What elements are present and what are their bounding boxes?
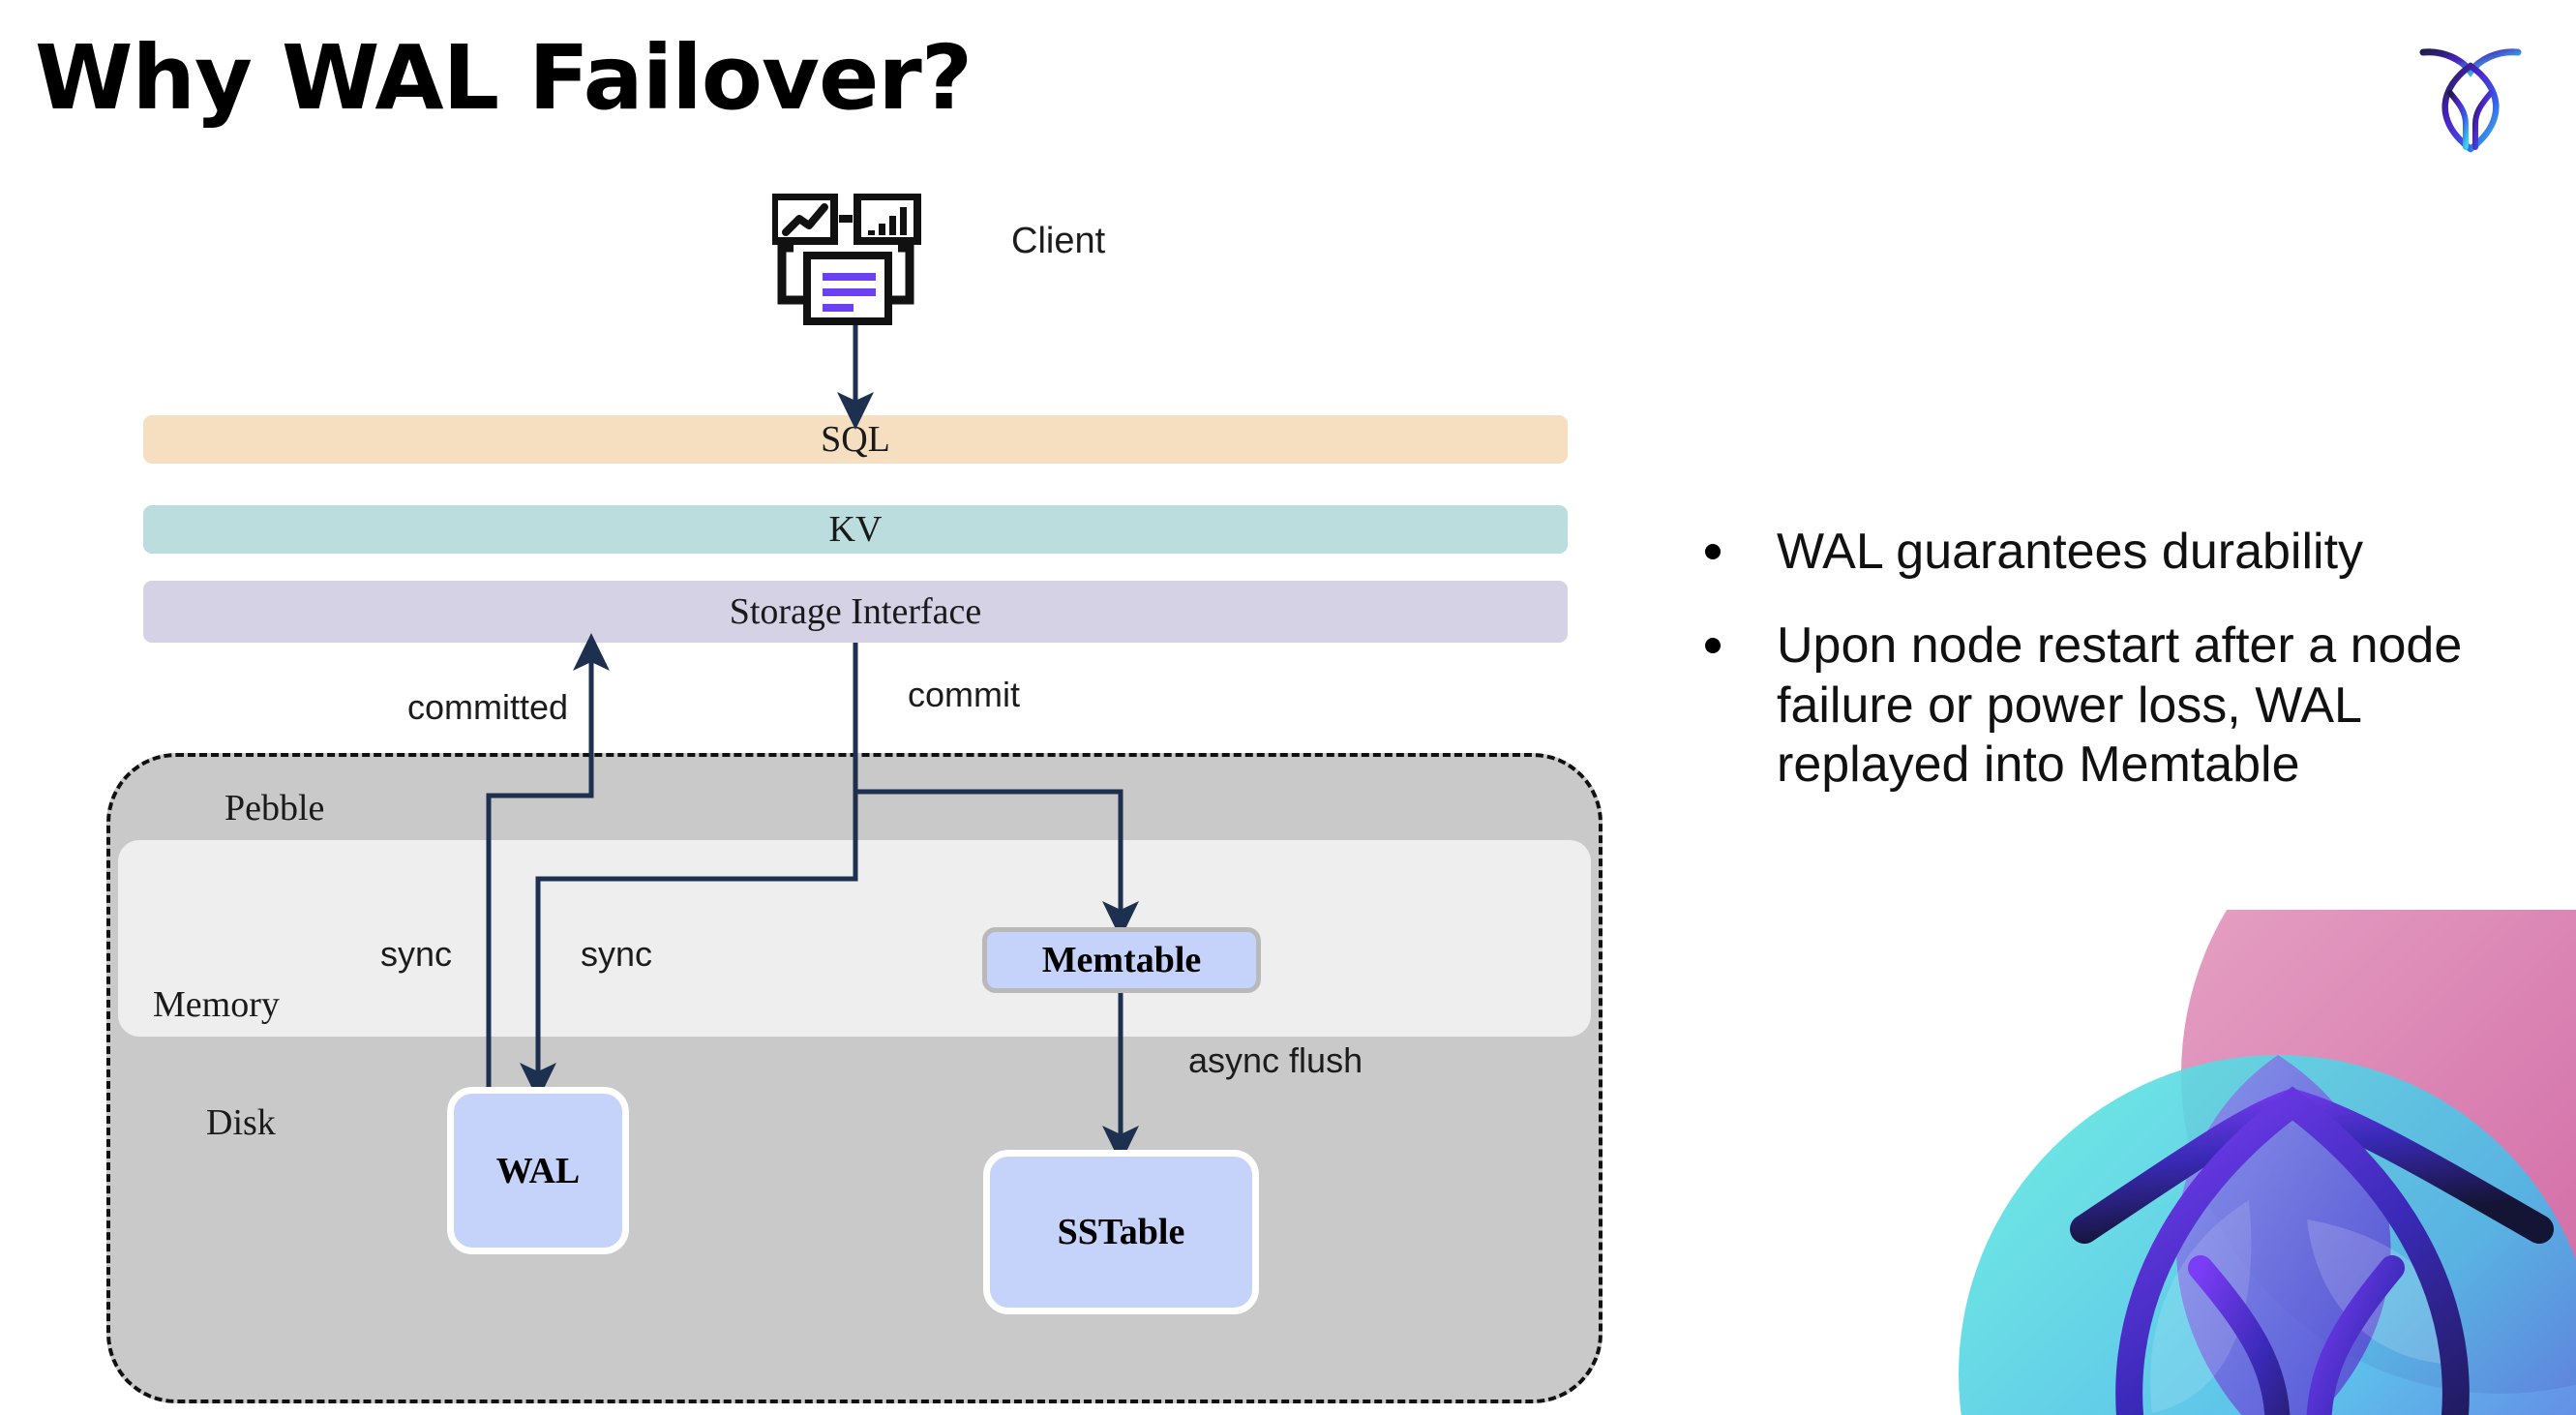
memory-panel (118, 840, 1591, 1037)
memory-label: Memory (153, 984, 280, 1025)
node-memtable: Memtable (982, 927, 1261, 993)
client-dashboard-icon (770, 193, 927, 329)
node-wal: WAL (447, 1087, 629, 1254)
edge-label-async-flush: async flush (1188, 1040, 1363, 1080)
layer-label-storage-interface: Storage Interface (729, 591, 982, 632)
edge-label-sync-1: sync (380, 934, 453, 974)
bullet-dot-icon (1705, 544, 1721, 559)
node-memtable-label: Memtable (1041, 940, 1202, 980)
bullet-text: Upon node restart after a node failure o… (1777, 617, 2463, 794)
page-title: Why WAL Failover? (35, 26, 973, 130)
client-label: Client (1011, 221, 1106, 261)
node-wal-label: WAL (495, 1150, 581, 1191)
bullet-dot-icon (1705, 638, 1721, 654)
layer-label-kv: KV (828, 509, 883, 550)
layer-label-sql: SQL (821, 419, 890, 460)
node-sstable-label: SSTable (1057, 1212, 1185, 1252)
edge-label-sync-2: sync (581, 934, 653, 974)
layer-bar-storage-interface: Storage Interface (143, 581, 1568, 643)
pebble-label: Pebble (225, 788, 325, 828)
cockroachdb-watermark-icon (1959, 910, 2576, 1415)
layer-bar-sql: SQL (143, 415, 1568, 464)
list-item: Upon node restart after a node failure o… (1705, 617, 2537, 795)
list-item: WAL guarantees durability (1705, 523, 2537, 582)
node-sstable: SSTable (983, 1150, 1259, 1314)
bullet-list: WAL guarantees durability Upon node rest… (1705, 523, 2537, 829)
edge-label-commit: commit (908, 675, 1020, 714)
layer-bar-kv: KV (143, 505, 1568, 554)
disk-label: Disk (206, 1102, 276, 1143)
cockroachdb-logo-icon (2408, 37, 2533, 172)
edge-label-committed: committed (407, 687, 569, 727)
bullet-text: WAL guarantees durability (1777, 524, 2364, 580)
